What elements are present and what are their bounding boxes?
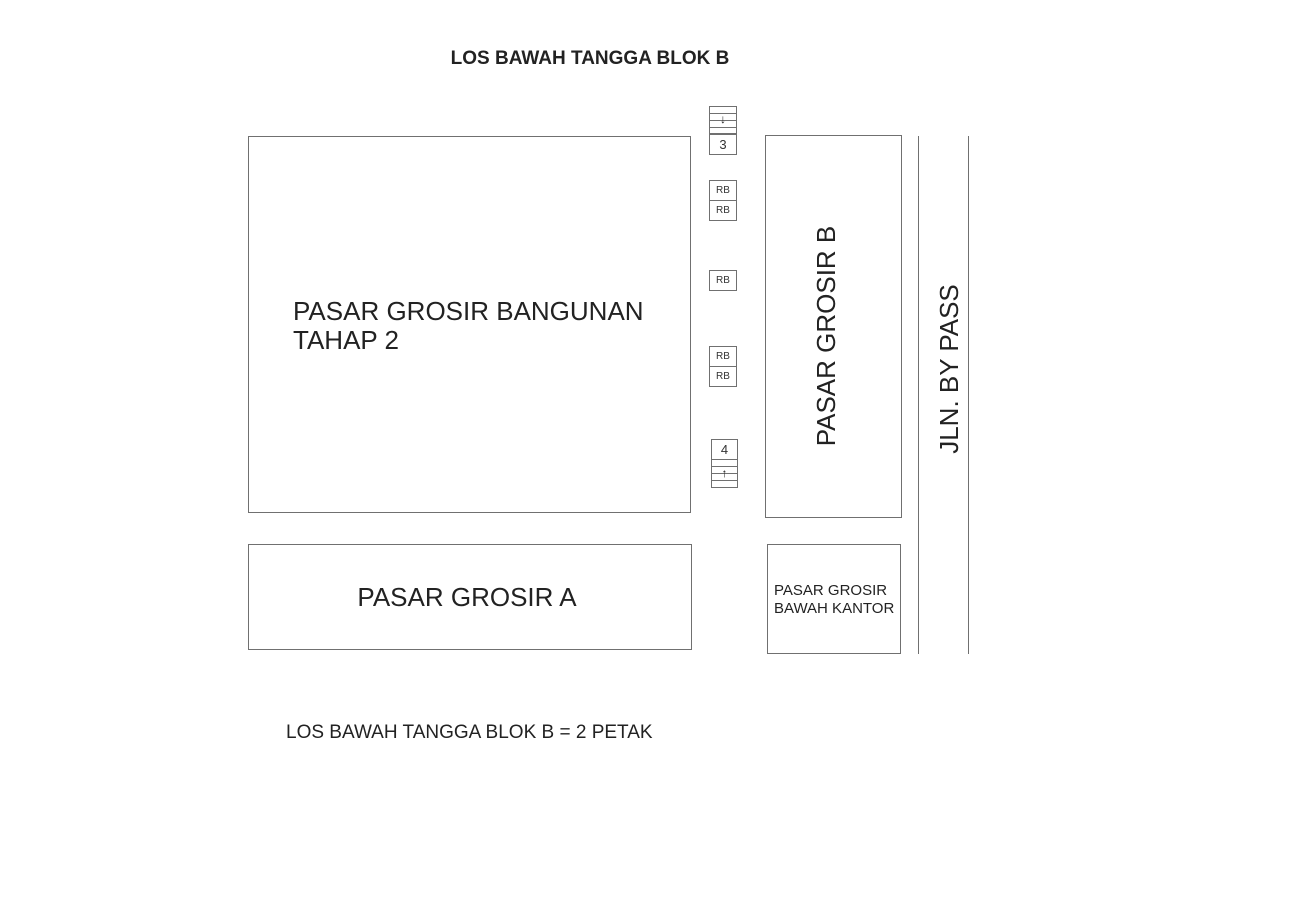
stall-rb: RB (709, 180, 737, 201)
stall-rb: RB (709, 270, 737, 291)
legend-note: LOS BAWAH TANGGA BLOK B = 2 PETAK (286, 722, 653, 743)
stall-rb: RB (709, 346, 737, 367)
building-grosir-b-label: PASAR GROSIR B (811, 225, 841, 447)
stall-rb: RB (709, 366, 737, 387)
building-tahap-2-label: PASAR GROSIR BANGUNAN TAHAP 2 (293, 296, 644, 355)
arrow-down-icon: ↓ (720, 112, 726, 126)
page-title: LOS BAWAH TANGGA BLOK B (450, 48, 730, 69)
building-bawah-kantor: PASAR GROSIR BAWAH KANTOR (767, 544, 901, 654)
building-tahap-2: PASAR GROSIR BANGUNAN TAHAP 2 (248, 136, 691, 513)
building-grosir-a-label: PASAR GROSIR A (357, 581, 577, 612)
stair-bottom-number: 4 (711, 439, 738, 460)
road-label: JLN. BY PASS (934, 284, 964, 454)
stall-rb: RB (709, 200, 737, 221)
road-edge-left (918, 136, 919, 654)
stair-top: ↓ (709, 106, 737, 134)
stair-bottom: ↑ (711, 459, 738, 488)
stair-top-number: 3 (709, 134, 737, 155)
building-bawah-kantor-label: PASAR GROSIR BAWAH KANTOR (774, 582, 895, 617)
building-grosir-a: PASAR GROSIR A (248, 544, 692, 650)
arrow-up-icon: ↑ (721, 466, 728, 480)
building-grosir-b: PASAR GROSIR B (765, 135, 902, 518)
road-edge-right (968, 136, 969, 654)
